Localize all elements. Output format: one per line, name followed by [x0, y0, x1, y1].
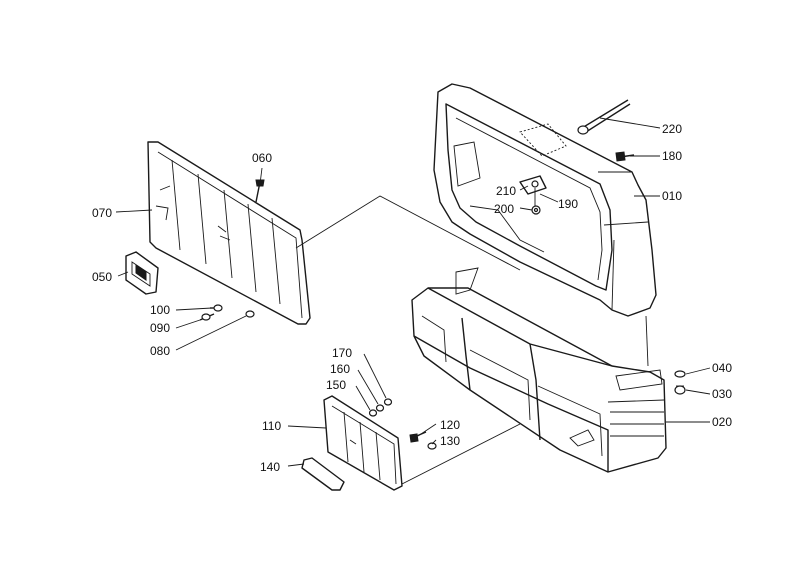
callout-120: 120: [440, 418, 460, 432]
callout-210: 210: [496, 184, 516, 198]
hood-upper-frame: [433, 83, 657, 317]
callout-140: 140: [260, 460, 280, 474]
bracket-190: [519, 175, 547, 210]
cable-220: [577, 99, 631, 135]
callout-070: 070: [92, 206, 112, 220]
callout-040: 040: [712, 361, 732, 375]
nut-170: [383, 398, 393, 406]
emblem-050: [125, 251, 159, 295]
callout-110: 110: [262, 419, 281, 433]
callout-060: 060: [252, 151, 272, 165]
nut-030: [674, 385, 686, 395]
small-grille-110: [323, 395, 403, 491]
callout-200: 200: [494, 202, 514, 216]
callout-100: 100: [150, 303, 170, 317]
callout-030: 030: [712, 387, 732, 401]
callout-150: 150: [326, 378, 346, 392]
hood-lower-frame: [411, 267, 667, 473]
callout-090: 090: [150, 321, 170, 335]
callout-080: 080: [150, 344, 170, 358]
callout-160: 160: [330, 362, 350, 376]
bolt-120: [409, 431, 427, 443]
plate-140: [301, 457, 345, 491]
washer-150: [368, 409, 378, 417]
washer-130: [427, 442, 437, 450]
assembly-line-small-grille: [401, 423, 521, 485]
callout-labels: 220 180 010 210 190 200 060 070 050 100 …: [92, 122, 732, 474]
callout-190: 190: [558, 197, 578, 211]
callout-180: 180: [662, 149, 682, 163]
callout-050: 050: [92, 270, 112, 284]
callout-010: 010: [662, 189, 682, 203]
bolt-090: [199, 313, 215, 321]
assembly-line-grille: [295, 195, 521, 271]
nut-200: [531, 205, 541, 215]
nut-080: [245, 310, 255, 318]
callout-130: 130: [440, 434, 460, 448]
leader-lines: [115, 117, 711, 467]
bolt-180: [615, 151, 635, 162]
washer-040: [674, 370, 686, 378]
washer-160: [375, 404, 385, 412]
callout-220: 220: [662, 122, 682, 136]
callout-170: 170: [332, 346, 352, 360]
grille-panel-070: [147, 141, 311, 325]
callout-020: 020: [712, 415, 732, 429]
